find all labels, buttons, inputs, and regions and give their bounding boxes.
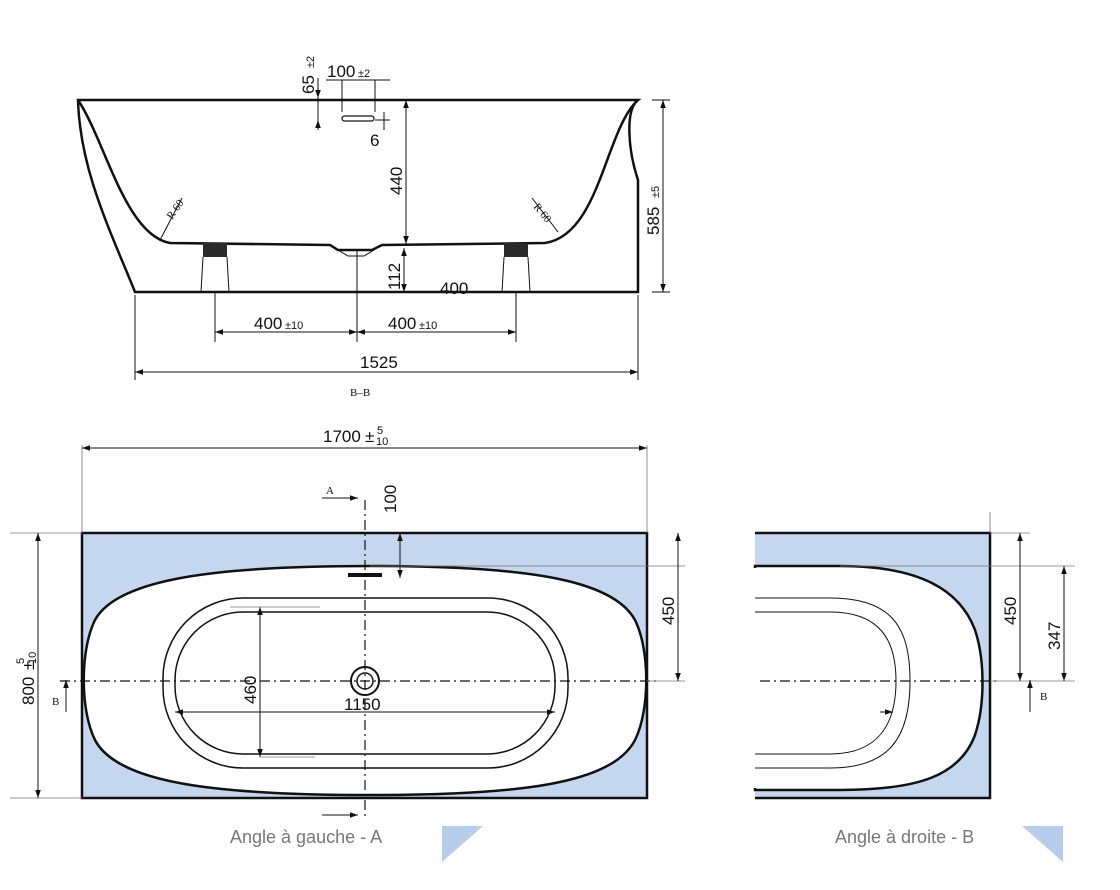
dim-foot-left-tol: ±10: [285, 320, 303, 332]
dim-drain-offset: 400: [440, 279, 468, 298]
dim-half-width: 450: [659, 597, 678, 625]
dim-basin-length: 1150: [344, 695, 381, 714]
section-label: B–B: [350, 387, 370, 399]
dim-inner-depth: 440: [387, 167, 406, 195]
dim-overflow-vertical: 65: [299, 75, 318, 94]
caption-left: Angle à gauche - A: [230, 827, 382, 847]
dim-width-tol-mark: ±: [19, 661, 38, 670]
dim-foot-height: 112: [385, 263, 404, 290]
right-view: 450 347 B Angle à droite - B: [753, 512, 1075, 862]
caption-right: Angle à droite - B: [835, 827, 974, 847]
dim-rim-offset: 100: [381, 485, 400, 513]
dim-width-tol-lower: 10: [27, 652, 39, 664]
dim-total-height: 585: [644, 207, 663, 235]
apron-outline-right: [755, 531, 992, 800]
dim-length: 1700: [323, 427, 361, 446]
corner-flag-left: [442, 826, 483, 862]
dim-base-length: 1525: [360, 353, 398, 372]
plan-view: 1700 ± 5 10 800 ± 5 10 100 450 460 1150 …: [10, 425, 685, 862]
dim-length-tol-upper: 5: [377, 425, 383, 437]
dim-total-height-tol: ±5: [650, 186, 662, 198]
dim-overflow-width: 100: [327, 62, 355, 81]
section-dimensions: [134, 78, 670, 380]
dim-width-tol-upper: 5: [15, 658, 27, 664]
dim-overflow-width-tol: ±2: [358, 68, 370, 80]
tub-inner-basin: [76, 99, 639, 252]
dim-width: 800: [19, 677, 38, 705]
dim-foot-right: 400: [388, 314, 416, 333]
tub-shell-outline: [76, 98, 642, 294]
section-marker-b-left: B: [52, 696, 59, 708]
dim-slot: 6: [370, 131, 379, 150]
dim-foot-right-tol: ±10: [419, 320, 437, 332]
foot-right: [501, 243, 531, 293]
foot-left: [200, 243, 230, 293]
overflow-slot: [341, 115, 375, 122]
section-view: 65 ±2 100 ±2 6 440 585 ±5 R 60 R 60 112 …: [76, 56, 670, 399]
right-dimensions: [840, 512, 1075, 715]
dim-half-width-right: 450: [1001, 597, 1020, 625]
dim-basin-width: 460: [241, 676, 260, 704]
dim-overflow-vertical-tol: ±2: [305, 56, 317, 68]
dim-offset-right: 347: [1045, 622, 1064, 650]
plan-dimensions: [10, 445, 685, 818]
section-marker-a: A: [326, 485, 334, 497]
dim-radius-left: R 60: [165, 197, 187, 222]
corner-flag-right: [1022, 826, 1063, 862]
drain-sump: [337, 249, 375, 257]
section-marker-b-right: B: [1040, 691, 1047, 703]
dim-length-tol-lower: 10: [376, 436, 388, 448]
dim-foot-left: 400: [254, 314, 282, 333]
tub-rim-right: [753, 564, 984, 792]
dim-length-tol-mark: ±: [365, 427, 374, 446]
